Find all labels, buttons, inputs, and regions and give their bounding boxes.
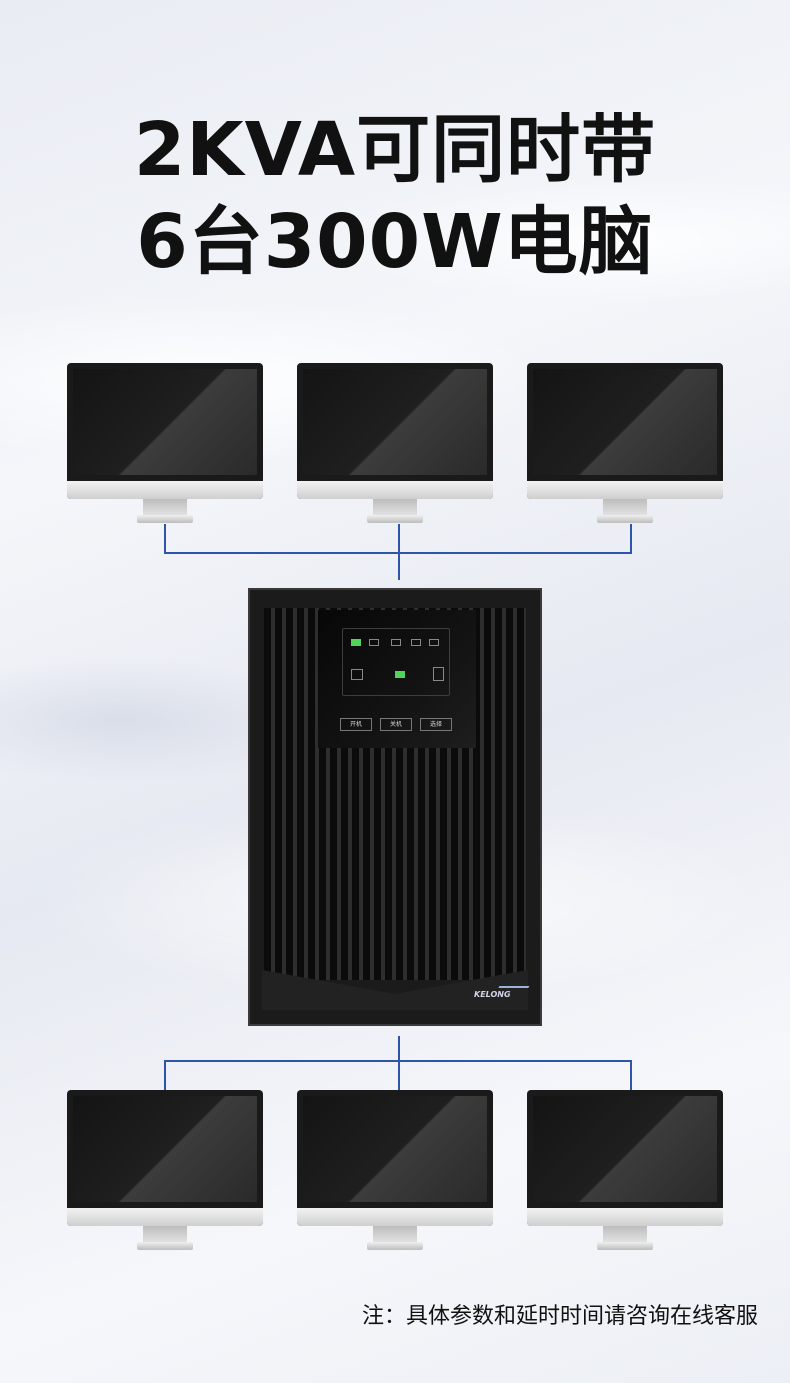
power-on-button[interactable]: 开机 (340, 718, 372, 731)
computer-monitor (67, 363, 263, 533)
computer-monitor (297, 1090, 493, 1260)
headline-line-1: 2KVA可同时带 (133, 107, 657, 193)
cable-line (630, 524, 632, 553)
ups-unit: 开机 关机 选择 KELONG (248, 588, 542, 1026)
power-off-button[interactable]: 关机 (380, 718, 412, 731)
computer-monitor (67, 1090, 263, 1260)
select-button[interactable]: 选择 (420, 718, 452, 731)
cable-line (398, 524, 400, 580)
computer-monitor (527, 363, 723, 533)
ups-control-panel: 开机 关机 选择 (318, 610, 476, 748)
cable-line (398, 1036, 400, 1090)
computer-monitor (527, 1090, 723, 1260)
cable-line (630, 1060, 632, 1090)
cable-line (164, 1060, 632, 1062)
headline-line-2: 6台300W电脑 (136, 199, 654, 285)
cable-line (164, 524, 166, 553)
footnote: 注：具体参数和延时时间请咨询在线客服 (361, 1304, 758, 1329)
brand-logo: KELONG (474, 990, 511, 999)
ups-lcd-display (342, 628, 450, 696)
computer-monitor (297, 363, 493, 533)
cable-line (164, 1060, 166, 1090)
